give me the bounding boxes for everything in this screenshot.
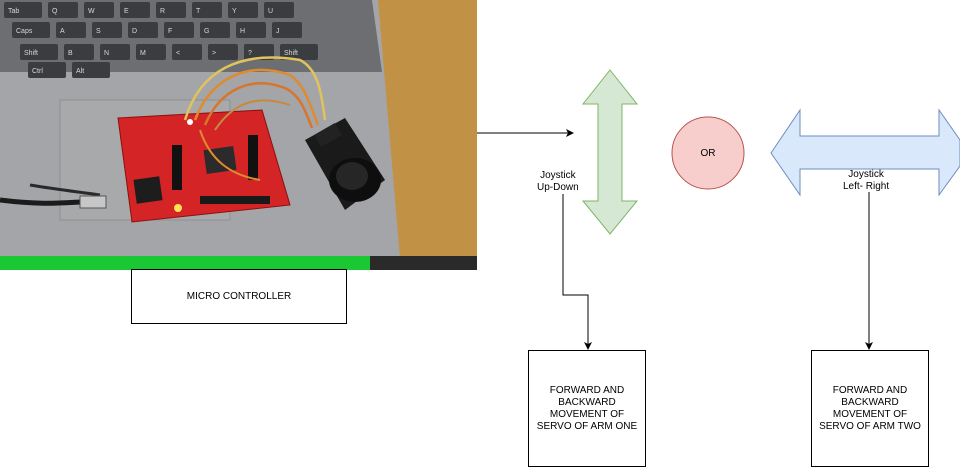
keyboard-key-label: Shift	[284, 50, 298, 57]
keyboard-key-label: A	[60, 28, 65, 35]
keyboard-key-label: B	[68, 50, 73, 57]
keyboard-key-label: F	[168, 28, 172, 35]
keyboard-key-label: W	[88, 8, 95, 15]
keyboard-keys: Tab Q W E R T Y U Caps A S D F G H J Shift B N M < >? ShiftCtr…	[4, 2, 318, 78]
or-label: OR	[700, 147, 716, 159]
keyboard-key-label: J	[276, 28, 280, 35]
updown-double-arrow	[581, 69, 639, 235]
keyboard-key	[4, 2, 42, 18]
keyboard-key	[164, 22, 194, 38]
arm-one-line3: MOVEMENT OF	[549, 408, 625, 420]
keyboard-key	[200, 22, 230, 38]
keyboard-key	[48, 2, 78, 18]
keyboard-key-label: H	[240, 28, 245, 35]
keyboard-key	[72, 62, 110, 78]
keyboard-key	[264, 2, 294, 18]
joystick-leftright-label: Joystick Left- Right	[842, 169, 890, 193]
arm-two-line2: BACKWARD	[841, 396, 899, 408]
keyboard-key	[84, 2, 114, 18]
keyboard-key-label: Shift	[24, 50, 38, 57]
keyboard-key-label: <	[176, 50, 180, 57]
keyboard-key	[56, 22, 86, 38]
keyboard-key-label: Alt	[76, 68, 84, 75]
arm-two-line4: SERVO OF ARM TWO	[819, 420, 921, 432]
keyboard-key-label: S	[96, 28, 101, 35]
keyboard-key	[192, 2, 222, 18]
leftright-double-arrow	[770, 108, 960, 197]
joystick-leftright-line1: Joystick	[848, 169, 884, 180]
keyboard-key-label: Caps	[16, 28, 33, 35]
keyboard-key-label: U	[268, 8, 273, 15]
keyboard-key-label: Q	[52, 8, 58, 15]
keyboard-key-label: T	[196, 8, 201, 15]
keyboard-key	[92, 22, 122, 38]
keyboard-key	[172, 44, 202, 60]
keyboard-key	[64, 44, 94, 60]
keyboard-key	[208, 44, 238, 60]
joystick-updown-label: Joystick Up-Down	[536, 170, 580, 194]
joystick-leftright-line2: Left- Right	[843, 181, 890, 192]
or-circle	[671, 116, 745, 190]
arm-one-line2: BACKWARD	[558, 396, 616, 408]
keyboard-key-label: D	[132, 28, 137, 35]
arm-one-line4: SERVO OF ARM ONE	[536, 420, 638, 432]
arm-one-line1: FORWARD AND	[549, 384, 625, 396]
arm-two-box: FORWARD AND BACKWARD MOVEMENT OF SERVO O…	[811, 350, 929, 467]
keyboard-key	[128, 22, 158, 38]
keyboard-key-label: Y	[232, 8, 237, 15]
keyboard-key-label: Tab	[8, 8, 19, 15]
keyboard-key	[136, 44, 166, 60]
keyboard-key	[156, 2, 186, 18]
keyboard-key-label: N	[104, 50, 109, 57]
keyboard-key	[280, 44, 318, 60]
keyboard-key	[28, 62, 66, 78]
keyboard-key-label: M	[140, 50, 146, 57]
keyboard-key	[100, 44, 130, 60]
keyboard-key	[12, 22, 50, 38]
keyboard-key	[236, 22, 266, 38]
arm-two-line1: FORWARD AND	[832, 384, 908, 396]
micro-controller-label: MICRO CONTROLLER	[186, 290, 292, 302]
micro-controller-box: MICRO CONTROLLER	[131, 269, 347, 324]
keyboard-key	[20, 44, 58, 60]
keyboard-key-label: Ctrl	[32, 68, 43, 75]
keyboard-key-label: >	[212, 50, 216, 57]
keyboard-key	[228, 2, 258, 18]
updown-to-arm-one-connector	[562, 192, 592, 350]
joystick-updown-line2: Up-Down	[537, 182, 579, 193]
keyboard-key	[244, 44, 274, 60]
joystick-updown-line1: Joystick	[540, 170, 576, 181]
keyboard-key	[120, 2, 150, 18]
keyboard-key-label: E	[124, 8, 129, 15]
keyboard-key-label: G	[204, 28, 209, 35]
keyboard-key-label: ?	[248, 50, 252, 57]
keyboard-key-label: R	[160, 8, 165, 15]
arm-one-box: FORWARD AND BACKWARD MOVEMENT OF SERVO O…	[528, 350, 646, 467]
arm-two-line3: MOVEMENT OF	[832, 408, 908, 420]
keyboard-key	[272, 22, 302, 38]
